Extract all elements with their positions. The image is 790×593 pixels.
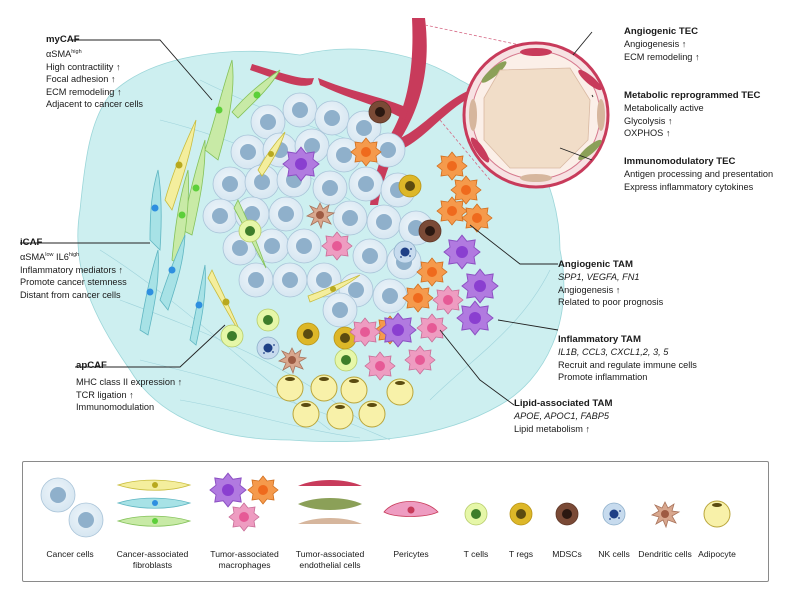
- legend-tams: Tumor-associated macrophages: [210, 549, 279, 570]
- apcaf-line-1: MHC class II expression ↑: [76, 377, 183, 388]
- mycaf-line-2: Focal adhesion ↑: [46, 74, 116, 85]
- inflammatory-tam-label: Inflammatory TAM IL1B, CCL3, CXCL1,2, 3,…: [558, 334, 697, 384]
- legend-cafs: Cancer-associated fibroblasts: [116, 549, 189, 570]
- metabolic-tec-title: Metabolic reprogrammed TEC: [624, 90, 761, 101]
- lipid-tam-title: Lipid-associated TAM: [514, 398, 613, 409]
- angiogenic-tec-line-1: Angiogenesis ↑: [624, 39, 687, 50]
- legend-adipocyte: Adipocyte: [698, 549, 736, 559]
- mycaf-line-4: Adjacent to cancer cells: [46, 99, 144, 110]
- immuno-tec-line-1: Antigen processing and presentation: [624, 169, 774, 180]
- apcaf-line-3: Immunomodulation: [76, 402, 155, 413]
- metabolic-tec-line-3: OXPHOS ↑: [624, 128, 671, 139]
- angiogenic-tam-label: Angiogenic TAM SPP1, VEGFA, FN1 Angiogen…: [558, 259, 663, 309]
- legend-nk-cells: NK cells: [598, 549, 630, 559]
- lipid-tam-genes: APOE, APOC1, FABP5: [514, 411, 609, 422]
- connector-lines: [20, 31, 594, 406]
- angiogenic-tec-title: Angiogenic TEC: [624, 26, 699, 37]
- immuno-tec-label: Immunomodulatory TEC Antigen processing …: [624, 156, 773, 193]
- legend-t-cells: T cells: [463, 549, 489, 559]
- immuno-tec-title: Immunomodulatory TEC: [624, 156, 736, 167]
- metabolic-tec-line-1: Metabolically active: [624, 103, 704, 114]
- vessel-cross-section: [424, 24, 610, 189]
- icaf-line-3: Distant from cancer cells: [20, 289, 121, 300]
- legend-cancer-cells: Cancer cells: [46, 549, 94, 559]
- legend-tregs: T regs: [508, 549, 534, 559]
- metabolic-tec-line-2: Glycolysis ↑: [624, 115, 673, 126]
- mycaf-marker: αSMAhigh: [46, 49, 82, 60]
- lipid-tam-label: Lipid-associated TAM APOE, APOC1, FABP5 …: [514, 398, 612, 435]
- angiogenic-tam-title: Angiogenic TAM: [558, 259, 633, 270]
- icaf-marker: αSMAlow IL6high: [20, 252, 80, 263]
- icaf-line-2: Promote cancer stemness: [20, 277, 127, 288]
- mycaf-title: myCAF: [46, 34, 80, 45]
- angiogenic-tam-line-2: Related to poor prognosis: [558, 297, 664, 308]
- angiogenic-tec-line-2: ECM remodeling ↑: [624, 51, 700, 62]
- legend-tecs: Tumor-associated endothelial cells: [295, 549, 365, 570]
- angiogenic-tam-line-1: Angiogenesis ↑: [558, 284, 621, 295]
- apcaf-label: apCAF MHC class II expression ↑ TCR liga…: [76, 360, 182, 414]
- inflammatory-tam-title: Inflammatory TAM: [558, 334, 641, 345]
- mycaf-line-1: High contractility ↑: [46, 61, 121, 72]
- icaf-line-1: Inflammatory mediators ↑: [20, 264, 124, 275]
- inflammatory-tam-line-2: Promote inflammation: [558, 372, 648, 383]
- icaf-label: iCAF αSMAlow IL6high Inflammatory mediat…: [20, 237, 127, 301]
- legend-dendritic-cells: Dendritic cells: [638, 549, 692, 559]
- angiogenic-tec-label: Angiogenic TEC Angiogenesis ↑ ECM remode…: [624, 26, 700, 63]
- metabolic-tec-label: Metabolic reprogrammed TEC Metabolically…: [624, 90, 760, 140]
- angiogenic-tam-genes: SPP1, VEGFA, FN1: [558, 272, 640, 283]
- immuno-tec-line-2: Express inflammatory cytokines: [624, 181, 754, 192]
- legend-pericytes: Pericytes: [393, 549, 429, 559]
- apcaf-title: apCAF: [76, 360, 107, 371]
- inflammatory-tam-genes: IL1B, CCL3, CXCL1,2, 3, 5: [558, 347, 669, 358]
- inflammatory-tam-line-1: Recruit and regulate immune cells: [558, 359, 697, 370]
- legend-box: [22, 461, 769, 582]
- mycaf-label: myCAF αSMAhigh High contractility ↑ Foca…: [46, 34, 143, 111]
- lipid-tam-line-1: Lipid metabolism ↑: [514, 423, 591, 434]
- mycaf-line-3: ECM remodeling ↑: [46, 86, 122, 97]
- legend-icons: [40, 473, 731, 538]
- legend-mdscs: MDSCs: [552, 549, 582, 559]
- apcaf-line-2: TCR ligation ↑: [76, 389, 134, 400]
- icaf-title: iCAF: [20, 237, 43, 248]
